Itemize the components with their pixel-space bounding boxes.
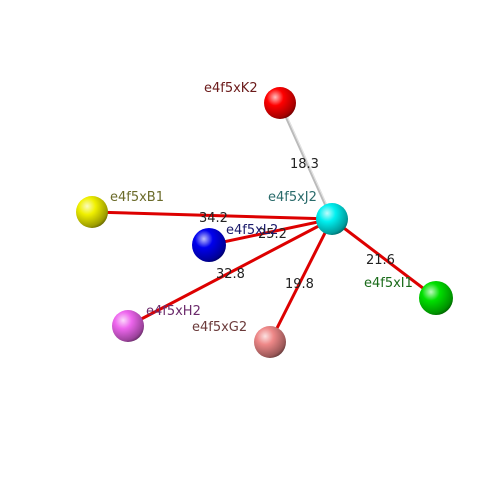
- bond-J2-I1: [330, 217, 438, 300]
- atom-label-K2: e4f5xK2: [204, 81, 258, 96]
- bond-highlight-J2-K2: [280, 102, 334, 220]
- distance-label-J2-K2: 18.3: [290, 157, 319, 172]
- atom-H2[interactable]: [112, 310, 144, 342]
- distance-label-J2-I1: 21.6: [366, 253, 395, 268]
- atom-B1[interactable]: [76, 196, 108, 228]
- bond-J2-L2: [207, 217, 334, 247]
- labels-layer: 18.3 34.2 25.2 32.8 19.8 21.6 e4f5xK2 e4f5xB1 e4…: [110, 81, 413, 335]
- atom-label-I1: e4f5xI1: [364, 276, 413, 291]
- atoms-layer: [76, 87, 453, 358]
- atom-label-B1: e4f5xB1: [110, 190, 164, 205]
- atom-I1[interactable]: [419, 281, 453, 315]
- bond-J2-B1: [90, 210, 334, 221]
- atom-J2[interactable]: [316, 203, 348, 235]
- atom-G2[interactable]: [254, 326, 286, 358]
- bonds-layer: [90, 101, 438, 344]
- distance-label-J2-H2: 32.8: [216, 267, 245, 282]
- distance-label-J2-B1: 34.2: [199, 211, 228, 226]
- distance-label-J2-L2: 25.2: [258, 227, 287, 242]
- atom-L2[interactable]: [192, 228, 226, 262]
- atom-label-H2: e4f5xH2: [146, 304, 201, 319]
- bond-J2-G2: [268, 217, 334, 344]
- atom-K2[interactable]: [264, 87, 296, 119]
- bond-J2-K2: [278, 101, 334, 221]
- atom-label-G2: e4f5xG2: [192, 320, 247, 335]
- distance-label-J2-G2: 19.8: [285, 277, 314, 292]
- bond-J2-H2: [126, 217, 334, 328]
- atom-label-J2: e4f5xJ2: [268, 190, 317, 205]
- atom-label-L2: e4f5xL2: [226, 223, 278, 238]
